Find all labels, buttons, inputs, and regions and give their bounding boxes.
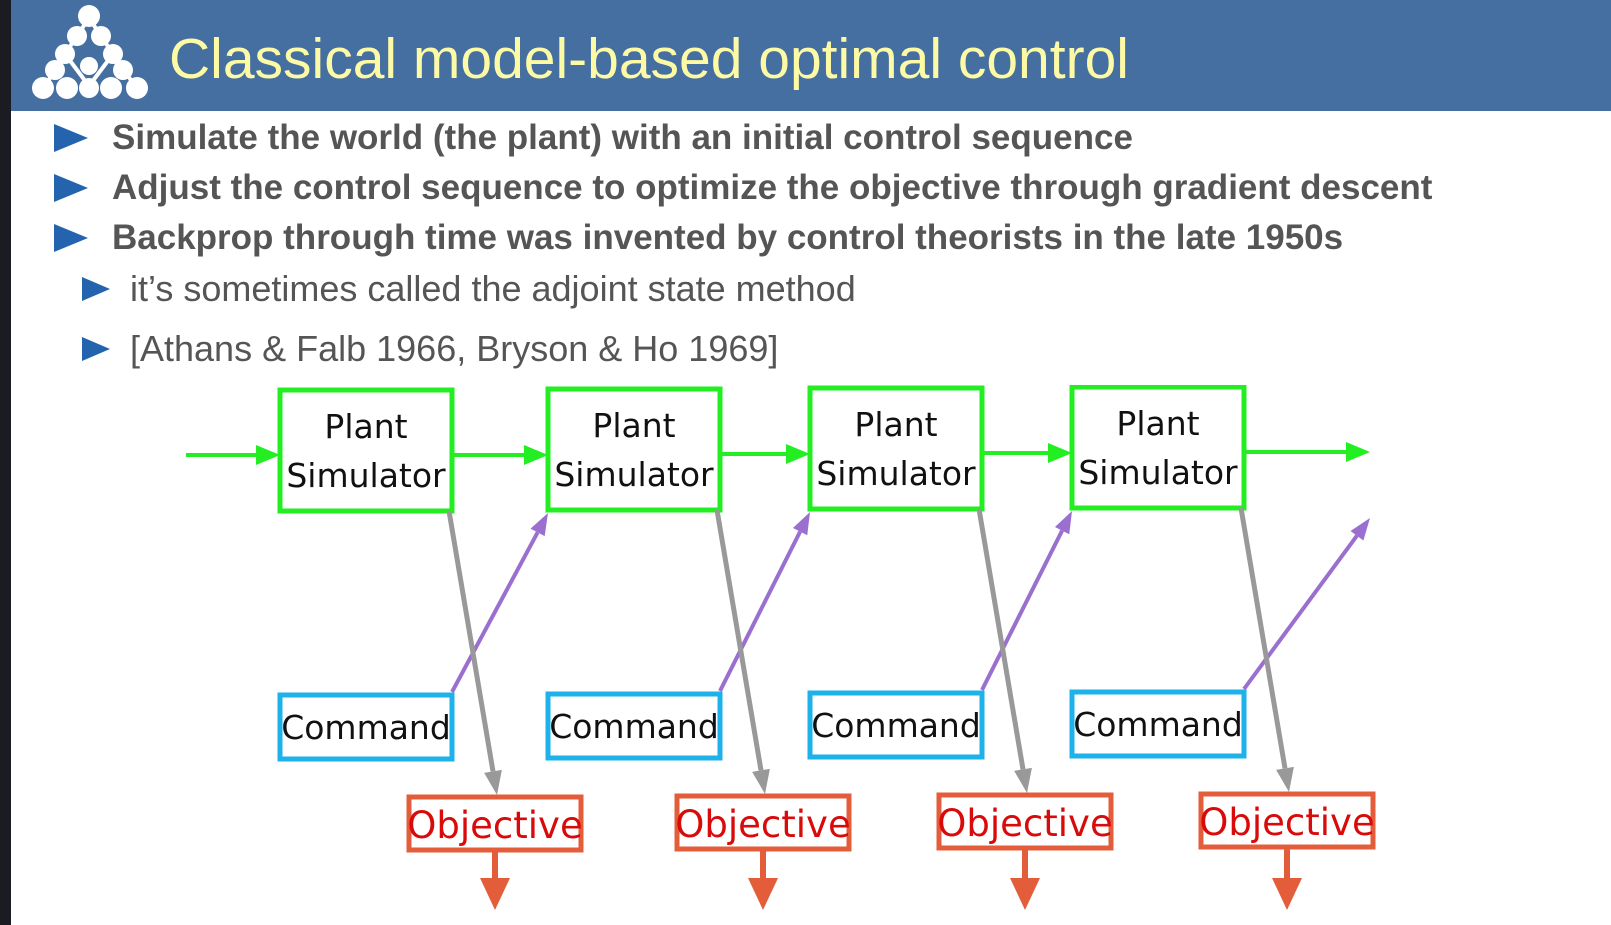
objective-label: Objective (675, 803, 850, 846)
objective-output-arrow-head (480, 878, 510, 910)
window-left-edge (0, 0, 11, 925)
triangle-bullet-icon (54, 223, 88, 252)
objective-box (1198, 791, 1376, 850)
command-to-plant-arrow-head (1054, 511, 1072, 535)
state-transition-arrow-head (786, 444, 810, 464)
plant-simulator-box (545, 386, 723, 513)
command-label: Command (811, 706, 981, 745)
objective-box (936, 792, 1114, 851)
bullet-text: Adjust the control sequence to optimize … (112, 168, 1433, 207)
command-box (807, 690, 985, 760)
triangle-bullet-icon (82, 337, 110, 362)
bullet-item: Simulate the world (the plant) with an i… (54, 118, 1133, 158)
plant-to-objective-arrow-head (752, 768, 770, 794)
plant-to-objective-arrow-line (1238, 507, 1288, 769)
triangle-bullet-icon (54, 123, 88, 152)
command-label: Command (549, 707, 719, 746)
command-to-plant-arrow-line (450, 531, 540, 693)
bullet-text: Backprop through time was invented by co… (112, 218, 1344, 257)
bullet-item: Adjust the control sequence to optimize … (54, 168, 1432, 208)
command-box (1069, 689, 1247, 759)
slide-title: Classical model-based optimal control (169, 27, 1129, 91)
sub-bullet-item: [Athans & Falb 1966, Bryson & Ho 1969] (82, 328, 778, 370)
command-to-plant-arrow-line (718, 530, 802, 692)
command-to-plant-arrow-line (980, 529, 1064, 691)
objective-output-arrow-head (1272, 878, 1302, 910)
bullet-item: Backprop through time was invented by co… (54, 218, 1343, 258)
plant-simulator-box (807, 385, 985, 512)
command-to-plant-arrow-head (1350, 518, 1370, 541)
objective-output-arrow-head (748, 878, 778, 910)
objective-label: Objective (1199, 801, 1374, 844)
plant-to-objective-arrow-line (714, 509, 764, 771)
command-to-plant-arrow-head (792, 512, 810, 536)
plant-to-objective-arrow-line (976, 508, 1026, 770)
state-transition-arrow-head (1048, 443, 1072, 463)
node-network-logo-icon (32, 5, 148, 99)
command-box (545, 691, 723, 761)
plant-simulator-label: Simulator (816, 454, 976, 493)
plant-to-objective-arrow-head (1014, 767, 1032, 793)
plant-simulator-label: Plant (324, 407, 407, 446)
state-input-arrow-head (256, 445, 280, 465)
plant-simulator-label: Simulator (1078, 453, 1238, 492)
triangle-bullet-icon (54, 173, 88, 202)
plant-simulator-label: Plant (854, 405, 937, 444)
objective-output-arrow-head (1010, 878, 1040, 910)
plant-simulator-label: Plant (1116, 404, 1199, 443)
plant-to-objective-arrow-head (1276, 766, 1294, 792)
objective-label: Objective (937, 802, 1112, 845)
state-transition-arrow-head (524, 445, 548, 465)
plant-to-objective-arrow-head (484, 769, 502, 795)
plant-simulator-box (1069, 385, 1247, 511)
objective-box (674, 793, 852, 852)
plant-simulator-box (277, 387, 455, 514)
bullet-text: Simulate the world (the plant) with an i… (112, 118, 1133, 157)
bullet-text: it’s sometimes called the adjoint state … (130, 268, 856, 309)
objective-label: Objective (407, 804, 582, 847)
plant-simulator-label: Simulator (286, 456, 446, 495)
command-label: Command (1073, 705, 1243, 744)
bullet-text: [Athans & Falb 1966, Bryson & Ho 1969] (130, 328, 779, 369)
plant-simulator-label: Simulator (554, 455, 714, 494)
command-to-plant-arrow-line (1242, 534, 1359, 691)
sub-bullet-item: it’s sometimes called the adjoint state … (82, 268, 856, 310)
triangle-bullet-icon (82, 277, 110, 302)
plant-simulator-label: Plant (592, 406, 675, 445)
command-label: Command (281, 708, 451, 747)
plant-to-objective-arrow-line (446, 510, 496, 772)
slide-header: Classical model-based optimal control (11, 0, 1611, 111)
command-box (277, 692, 455, 762)
objective-box (406, 794, 584, 853)
state-transition-arrow-head (1346, 442, 1370, 462)
command-to-plant-arrow-head (530, 513, 548, 537)
